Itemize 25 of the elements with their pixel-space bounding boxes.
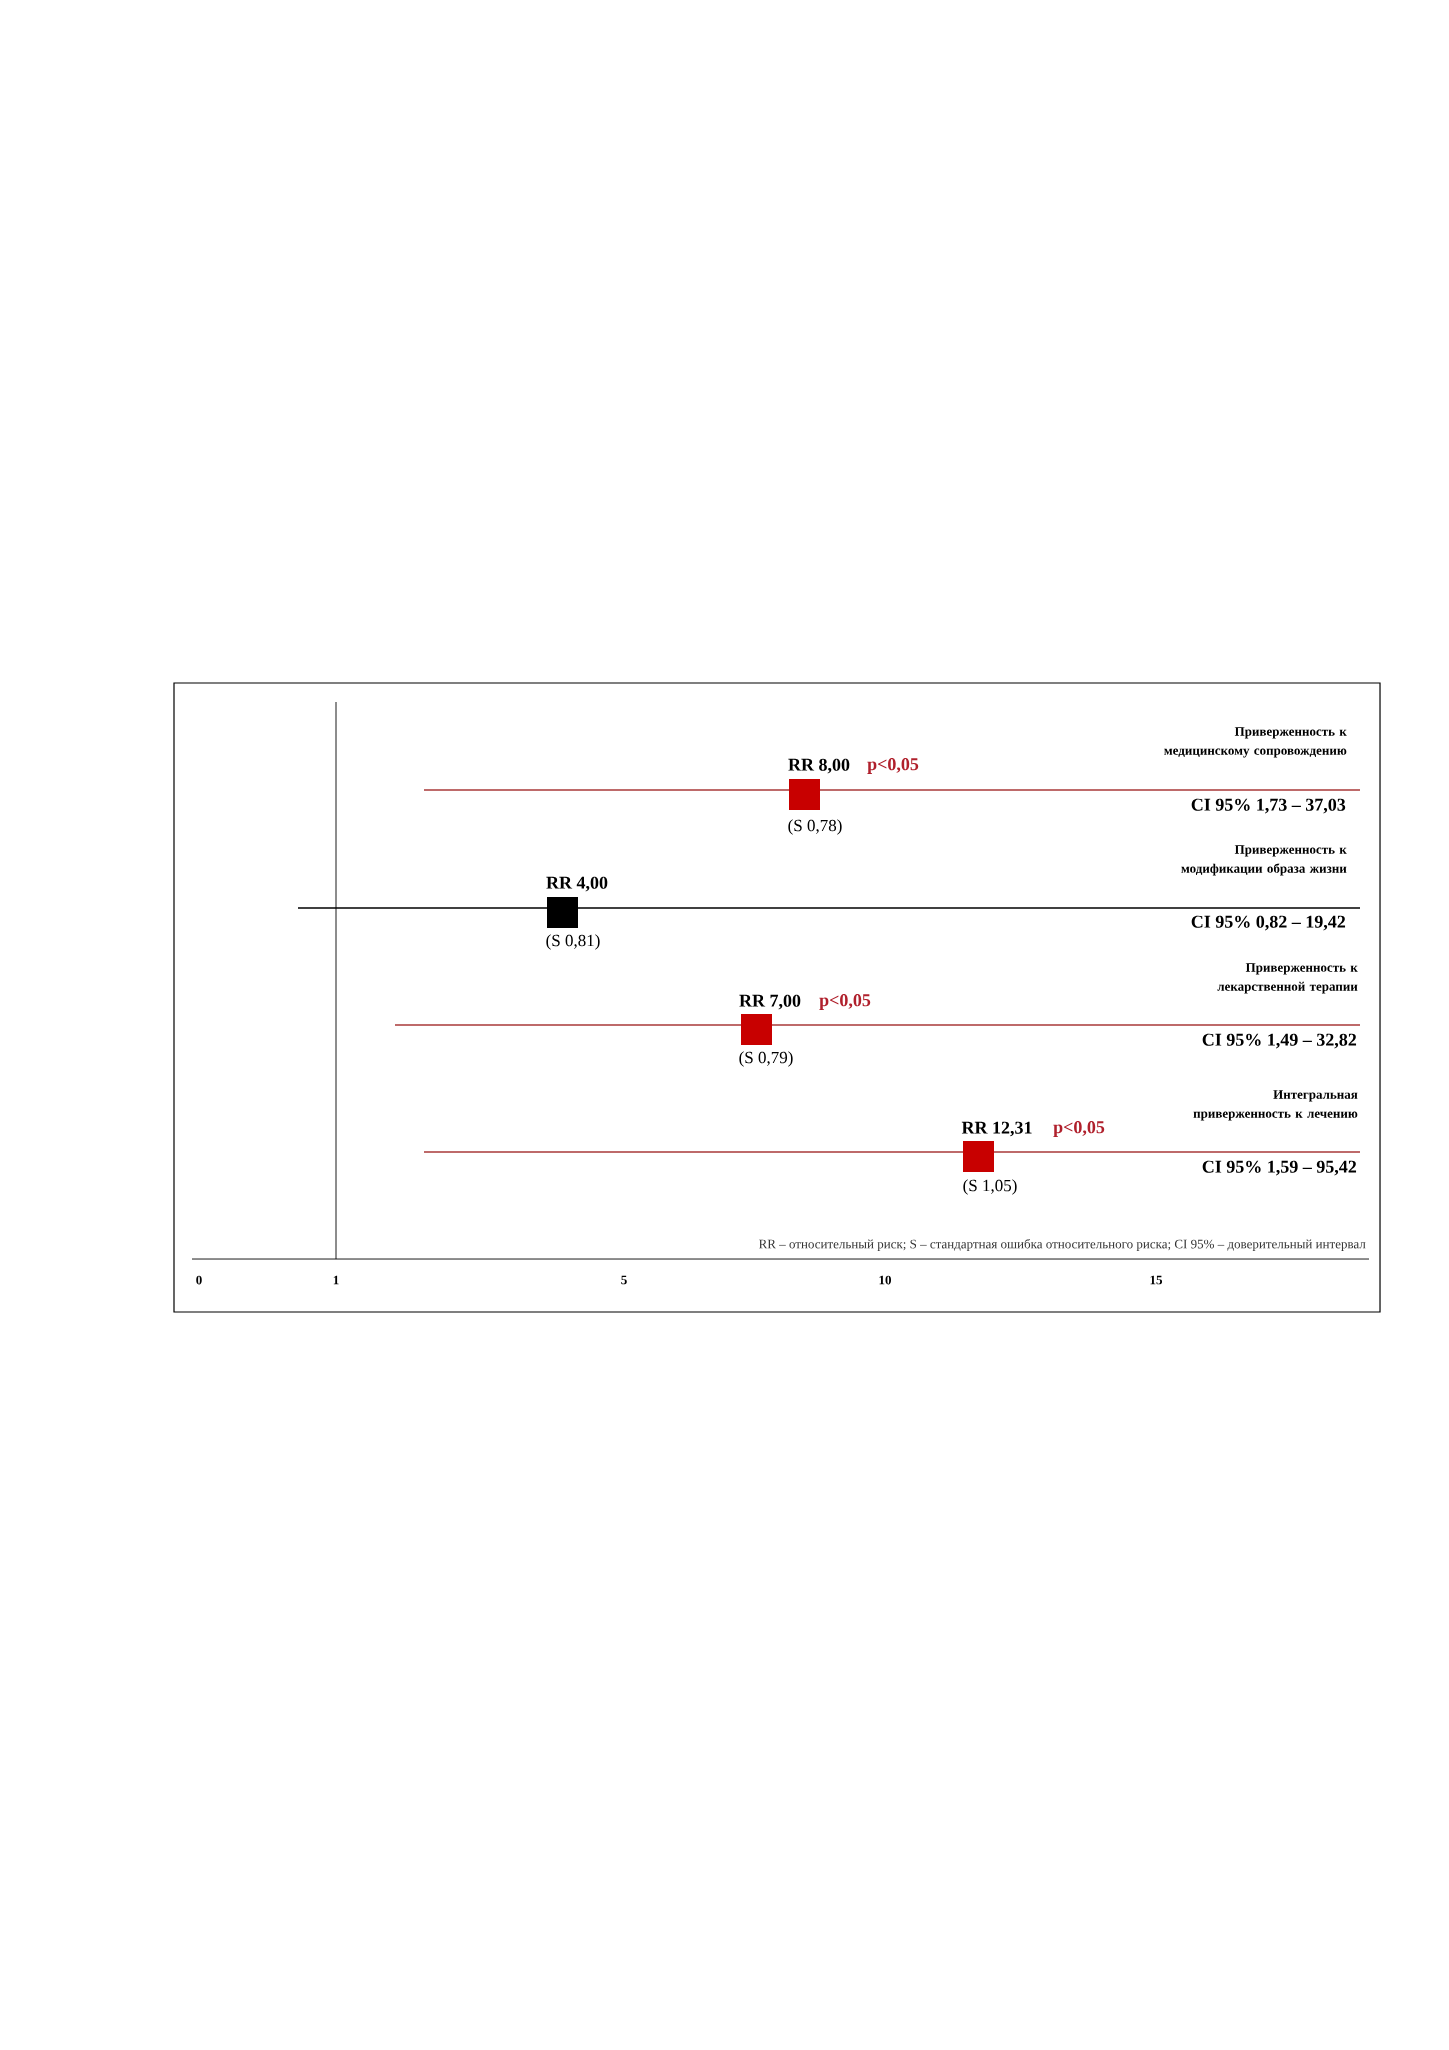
- confidence-interval-label: CI 95% 1,49 – 32,82: [1202, 1033, 1357, 1049]
- row-heading: Интегральная приверженность к лечению: [1193, 1090, 1358, 1121]
- risk-ratio-label: RR 7,00: [739, 994, 801, 1010]
- risk-ratio-label: RR 12,31: [961, 1121, 1032, 1137]
- standard-error-label: (S 0,81): [546, 934, 600, 950]
- footnote: RR – относительный риск; S – стандартная ошибка относительного риска; CI 95% – доверительный интервал: [759, 1239, 1366, 1252]
- confidence-interval-label: CI 95% 0,82 – 19,42: [1191, 915, 1346, 931]
- tick-label: 1: [333, 1275, 339, 1285]
- p-value-label: p<0,05: [867, 758, 919, 774]
- tick-label: 15: [1150, 1275, 1163, 1285]
- standard-error-label: (S 0,78): [788, 819, 842, 835]
- p-value-label: p<0,05: [819, 994, 871, 1010]
- standard-error-label: (S 1,05): [963, 1179, 1017, 1195]
- risk-ratio-label: RR 8,00: [788, 758, 850, 774]
- tick-label: 10: [879, 1275, 891, 1285]
- row-heading: Приверженность к лекарственной терапии: [1217, 963, 1358, 994]
- risk-ratio-label: RR 4,00: [546, 876, 608, 892]
- p-value-label: p<0,05: [1053, 1121, 1105, 1137]
- confidence-interval-label: CI 95% 1,59 – 95,42: [1202, 1160, 1357, 1176]
- row-heading: Приверженность к медицинскому сопровождению: [1164, 727, 1347, 758]
- tick-label: 0: [196, 1275, 202, 1285]
- tick-label: 5: [621, 1275, 627, 1285]
- confidence-interval-label: CI 95% 1,73 – 37,03: [1191, 798, 1346, 814]
- row-heading: Приверженность к модификации образа жизни: [1181, 845, 1347, 876]
- standard-error-label: (S 0,79): [739, 1051, 793, 1067]
